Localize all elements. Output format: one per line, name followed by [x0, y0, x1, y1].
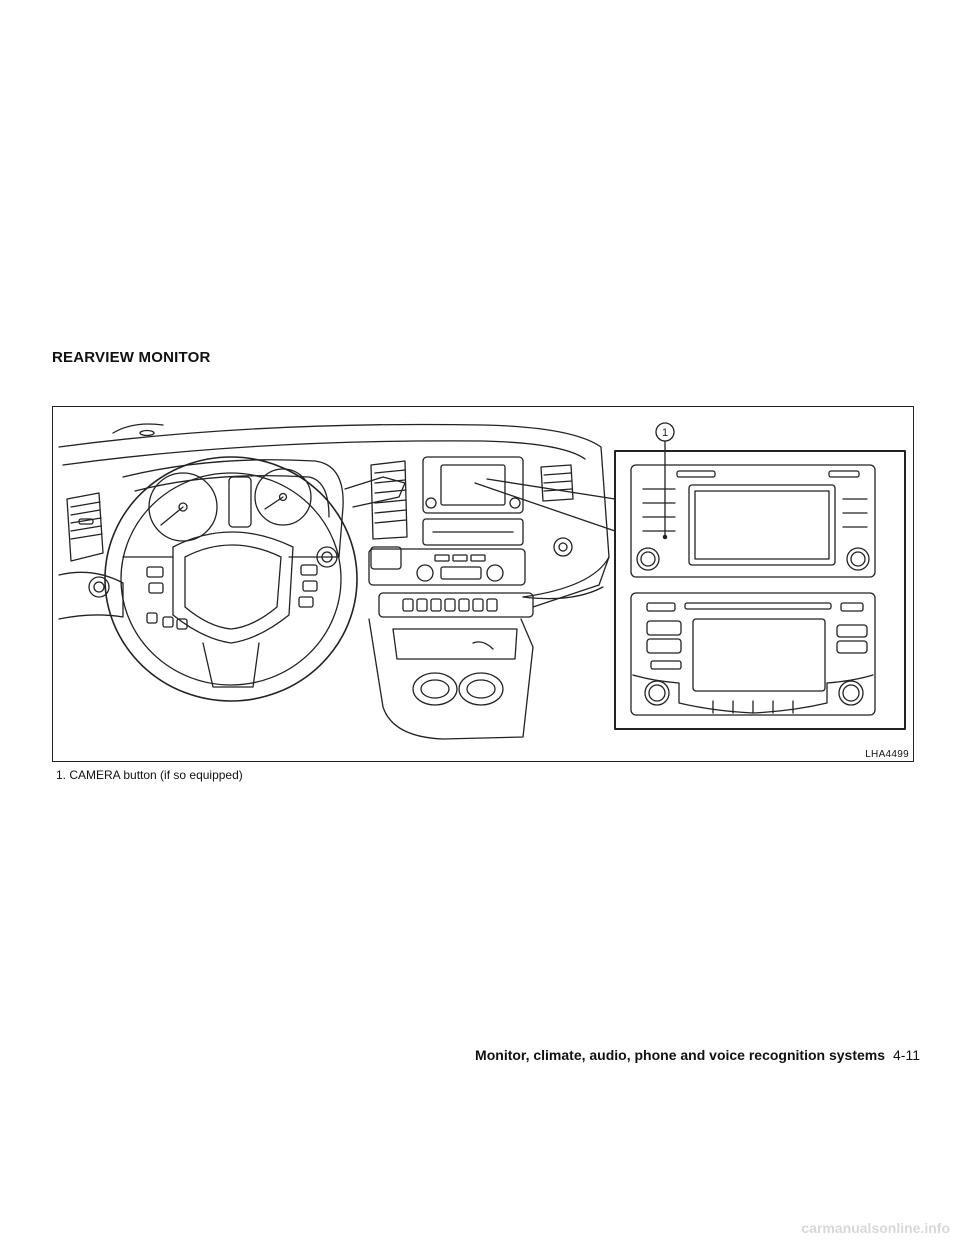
- figure-code: LHA4499: [864, 749, 910, 760]
- dashboard-illustration: 1 LHA4499: [52, 406, 914, 762]
- page-number: 4-11: [893, 1047, 920, 1063]
- chapter-title: Monitor, climate, audio, phone and voice…: [475, 1047, 886, 1063]
- watermark: carmanualsonline.info: [801, 1220, 950, 1236]
- section-title: REARVIEW MONITOR: [52, 349, 211, 366]
- dashboard-line-drawing: 1: [58, 422, 906, 740]
- page-footer: Monitor, climate, audio, phone and voice…: [475, 1047, 920, 1063]
- callout-number-1: 1: [662, 427, 668, 439]
- figure-caption: 1. CAMERA button (if so equipped): [56, 768, 243, 782]
